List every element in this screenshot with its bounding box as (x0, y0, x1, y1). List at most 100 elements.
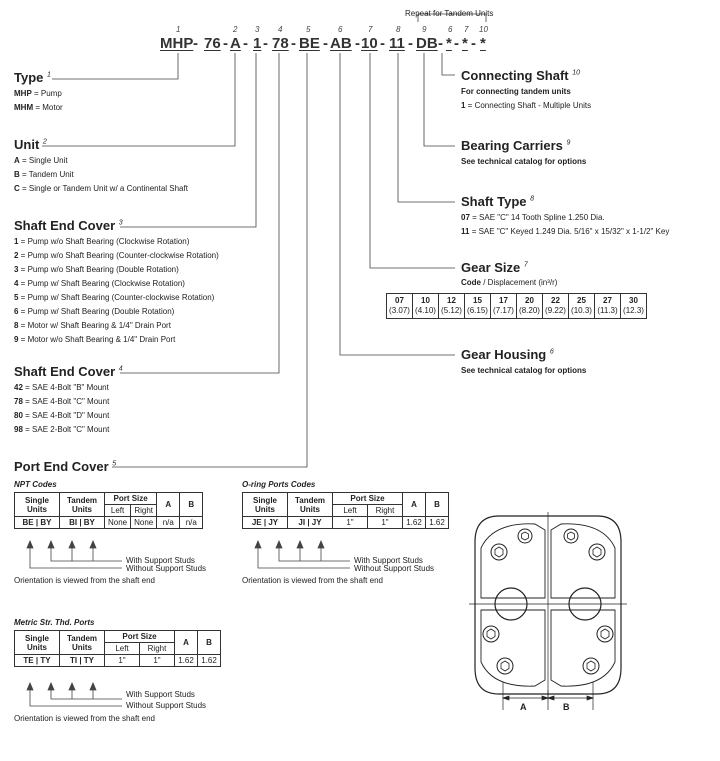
col-tandem: Tandem Units (59, 492, 105, 517)
gear-cell: 15(6.15) (464, 293, 491, 319)
code-type: MHP (160, 35, 194, 52)
cell-tandem: JI | JY (287, 516, 333, 529)
cell-tandem: TI | TY (59, 654, 105, 667)
list-item: C = Single or Tandem Unit w/ a Continent… (14, 184, 188, 193)
gear-housing-title: Gear Housing 6 (461, 347, 554, 362)
cell-b: 1.62 (425, 516, 449, 529)
gear-cell: 12(5.12) (438, 293, 465, 319)
cell-right: 1" (139, 654, 175, 667)
col-a: A (156, 492, 181, 517)
metric-with-studs: With Support Studs (126, 690, 195, 699)
list-item: 80 = SAE 4-Bolt "D" Mount (14, 411, 110, 420)
oring-table: Single Units Tandem Units Port Size A B … (242, 492, 449, 529)
bolt-icon (596, 625, 614, 643)
cell-b: 1.62 (197, 654, 221, 667)
npt-title: NPT Codes (14, 480, 57, 489)
code-num-6b: 6 (448, 25, 453, 34)
code-dash: - (193, 35, 198, 52)
table-row: JE | JY JI | JY 1" 1" 1.62 1.62 (242, 516, 449, 529)
bolt-icon (582, 657, 600, 675)
quadrant-bl (480, 609, 546, 687)
col-left: Left (104, 642, 140, 655)
code-num-4: 4 (278, 25, 283, 34)
code-gear-housing: AB (330, 35, 352, 52)
code-num-1: 1 (176, 25, 181, 34)
col-port-size: Port Size (332, 492, 403, 505)
gear-cell: 17(7.17) (490, 293, 517, 319)
cell-right: None (130, 516, 158, 529)
col-single: Single Units (242, 492, 288, 517)
list-item: 78 = SAE 4-Bolt "C" Mount (14, 397, 110, 406)
gear-housing-section: Gear Housing 6 See technical catalog for… (461, 347, 586, 375)
npt-without-studs: Without Support Studs (126, 564, 207, 573)
col-b: B (179, 492, 204, 517)
list-item: 1 = Connecting Shaft - Multiple Units (461, 101, 592, 110)
cell-single: BE | BY (14, 516, 60, 529)
port-right (568, 587, 602, 621)
metric-table: Single Units Tandem Units Port Size A B … (14, 630, 221, 667)
cell-a: 1.62 (174, 654, 198, 667)
col-port-size: Port Size (103, 492, 158, 505)
npt-with-studs: With Support Studs (126, 556, 195, 565)
code-dash: - (471, 35, 476, 52)
code-num-7b: 7 (464, 25, 469, 34)
gear-cell: 07(3.07) (386, 293, 413, 319)
connecting-shaft-sub: For connecting tandem units (461, 87, 571, 96)
oring-orientation: Orientation is viewed from the shaft end (242, 576, 383, 585)
code-dash: - (438, 35, 443, 52)
gear-size-table-wrap: 07(3.07) 10(4.10) 12(5.12) 15(6.15) 17(7… (386, 293, 647, 319)
col-left: Left (332, 504, 368, 517)
col-port-size: Port Size (104, 630, 175, 643)
npt-table: Single Units Tandem Units Port Size A B … (14, 492, 204, 529)
metric-without-studs: Without Support Studs (126, 701, 207, 710)
quadrant-br (550, 609, 616, 687)
bolt-icon (517, 528, 533, 544)
metric-orientation: Orientation is viewed from the shaft end (14, 714, 155, 723)
bearing-carriers-sub: See technical catalog for options (461, 157, 587, 166)
cell-left: 1" (104, 654, 140, 667)
list-item: 3 = Pump w/o Shaft Bearing (Double Rotat… (14, 265, 179, 274)
type-section: Type 1 MHP = Pump MHM = Motor (14, 70, 63, 115)
cell-a: n/a (156, 516, 181, 529)
gear-size-section: Gear Size 7 Code / Displacement (in³/r) (461, 260, 557, 290)
tandem-repeat-label: Repeat for Tandem Units (405, 9, 494, 18)
bolt-icon (496, 657, 514, 675)
code-mount: 78 (272, 35, 289, 52)
code-dash: - (243, 35, 248, 52)
bolt-icon (482, 625, 500, 643)
cell-right: 1" (367, 516, 403, 529)
col-single: Single Units (14, 630, 60, 655)
gear-size-title: Gear Size 7 (461, 260, 528, 275)
table-row: TE | TY TI | TY 1" 1" 1.62 1.62 (14, 654, 221, 667)
code-dash: - (263, 35, 268, 52)
list-item: 98 = SAE 2-Bolt "C" Mount (14, 425, 110, 434)
unit-section: Unit 2 A = Single Unit B = Tandem Unit C… (14, 137, 188, 196)
list-item: 4 = Pump w/ Shaft Bearing (Clockwise Rot… (14, 279, 185, 288)
code-num-3: 3 (255, 25, 260, 34)
metric-table-block: Metric Str. Thd. Ports Single Units Tand… (14, 618, 221, 667)
mount-section: Shaft End Cover 4 42 = SAE 4-Bolt "B" Mo… (14, 364, 123, 437)
oring-without-studs: Without Support Studs (354, 564, 435, 573)
list-item: B = Tandem Unit (14, 170, 74, 179)
bearing-carriers-title: Bearing Carriers 9 (461, 138, 571, 153)
list-item: 6 = Pump w/ Shaft Bearing (Double Rotati… (14, 307, 175, 316)
npt-table-block: NPT Codes Single Units Tandem Units Port… (14, 480, 204, 529)
bolt-icon (490, 543, 508, 561)
code-dash: - (408, 35, 413, 52)
cell-tandem: BI | BY (59, 516, 105, 529)
port-end-drawing (469, 512, 627, 710)
port-left (494, 587, 528, 621)
code-port-end-cover: BE (299, 35, 320, 52)
code-gear-size: 10 (361, 35, 378, 52)
metric-title: Metric Str. Thd. Ports (14, 618, 95, 627)
bearing-carriers-section: Bearing Carriers 9 See technical catalog… (461, 138, 586, 166)
code-shaft-type: 11 (389, 35, 405, 52)
list-item: 2 = Pump w/o Shaft Bearing (Counter-cloc… (14, 251, 219, 260)
code-shaft-end-cover: 1 (253, 35, 262, 52)
code-size: 76 (204, 35, 221, 52)
gear-housing-sub: See technical catalog for options (461, 366, 587, 375)
code-dash: - (291, 35, 296, 52)
list-item: 5 = Pump w/ Shaft Bearing (Counter-clock… (14, 293, 215, 302)
col-b: B (425, 492, 449, 517)
gear-cell: 22(9.22) (542, 293, 569, 319)
